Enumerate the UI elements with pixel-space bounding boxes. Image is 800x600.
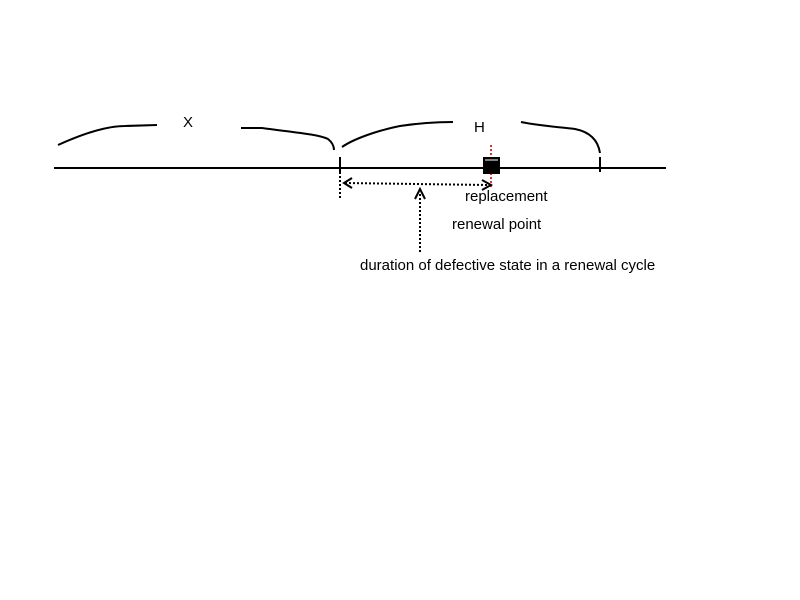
label-h: H: [474, 119, 485, 136]
label-replacement: replacement: [465, 188, 548, 205]
brace-x-right: [241, 127, 335, 151]
dotted-arrow-icon: [342, 177, 494, 191]
label-renewal-point: renewal point: [452, 216, 542, 233]
filled-square-icon: [483, 157, 500, 174]
brace-h-left: [341, 121, 454, 148]
duration-pointer-arrow: [414, 186, 426, 252]
label-duration: duration of defective state in a renewal…: [360, 257, 656, 274]
brace-x-left: [57, 124, 158, 146]
label-x: X: [183, 114, 194, 131]
brace-h-right: [520, 121, 601, 154]
